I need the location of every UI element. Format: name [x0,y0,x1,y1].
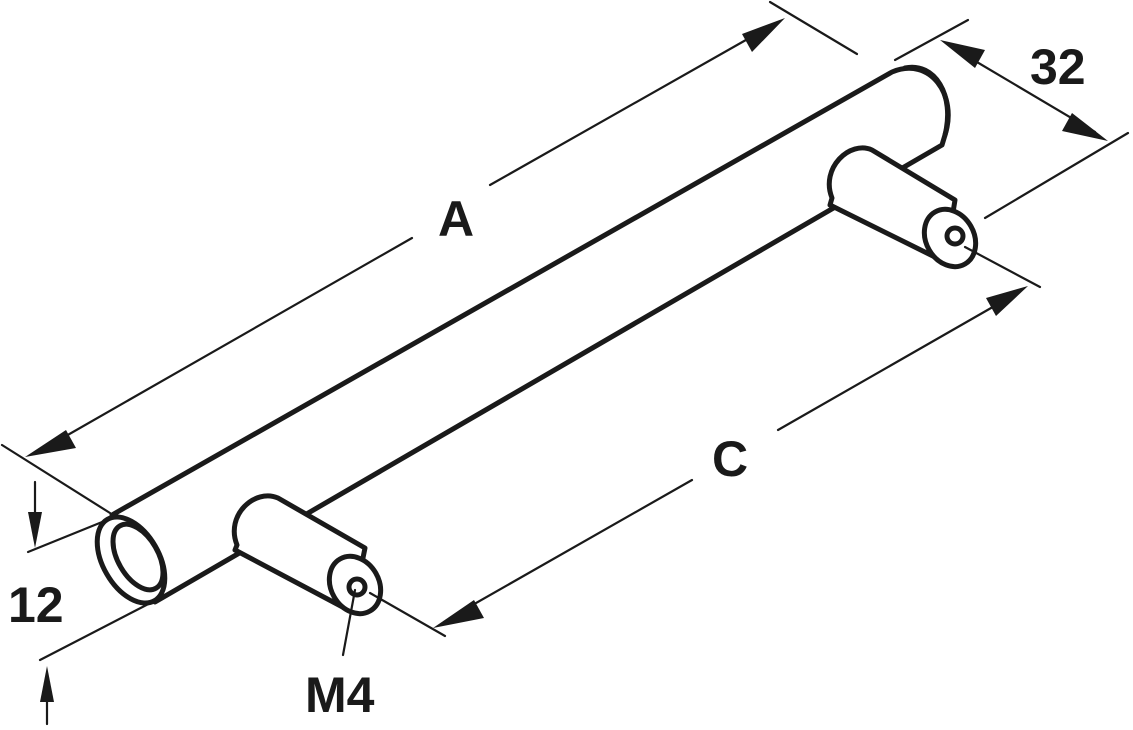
label-m4: M4 [305,667,375,723]
leg-right-end-face [921,206,979,270]
dimension-32: 32 [893,18,1130,220]
arrowhead-c-right [986,286,1028,316]
arrowhead-a-upper [742,18,785,52]
arrowhead-c-left [433,600,484,628]
leg-right-thread-hole [944,225,966,247]
dimension-line-c-lower [453,478,694,617]
label-32: 32 [1030,39,1086,95]
extension-line-32-bottom [983,131,1130,220]
dimension-12: 12 [8,480,162,726]
leg-right [826,145,979,270]
extension-line-12-top [26,516,114,554]
arrowhead-12-bottom [40,666,54,702]
dimension-line-c-upper [776,298,1007,432]
arrowhead-12-top [28,512,42,548]
extension-line-32-top [893,18,970,62]
leg-left-thread-hole [346,576,368,598]
arrowhead-32-bottom [1062,113,1108,141]
extension-line-a-right [768,0,859,56]
leader-line-m4 [341,588,357,657]
dimension-line-a-lower [43,236,414,450]
arrowhead-a-lower [25,430,76,457]
dimension-c: C [368,245,1042,638]
label-a: A [438,191,474,247]
extension-line-c-right [963,245,1042,289]
label-c: C [712,431,748,487]
leg-left [231,493,384,617]
extension-line-a-left [0,443,112,515]
dimension-a: A [0,0,859,515]
bar-handle [94,64,951,606]
bar-end-face-inner [110,521,166,593]
bar-end-rim [902,64,951,138]
arrowhead-32-top [940,40,985,68]
extension-line-c-left [368,591,447,638]
label-12: 12 [8,577,64,633]
dimension-line-a-upper [488,30,762,187]
thread-callout: M4 [305,588,375,723]
leg-left-end-face [326,553,384,617]
extension-line-12-bottom [38,596,162,662]
